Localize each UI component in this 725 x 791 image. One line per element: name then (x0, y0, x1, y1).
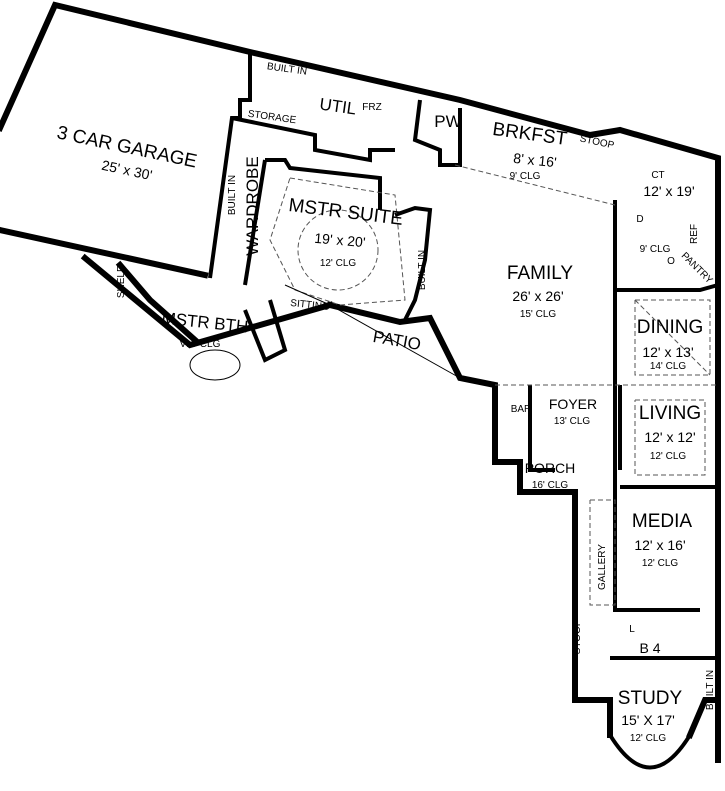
ref-label: REF (689, 224, 700, 244)
brkfst-size: 8' x 16' (513, 150, 558, 170)
b4-label: B 4 (639, 640, 660, 656)
family-label: FAMILY (507, 263, 573, 284)
bar-label: BAR (511, 404, 532, 415)
mstr-suite-clg: 12' CLG (320, 258, 357, 269)
util-label: UTIL (318, 95, 357, 119)
media-clg: 12' CLG (642, 558, 679, 569)
pw-label: PW (434, 112, 461, 131)
brkfst-clg: 9' CLG (510, 171, 541, 182)
porch-clg: 16' CLG (532, 480, 569, 491)
pantry-label: PANTRY (679, 250, 715, 286)
built-in-study-label: BUILT IN (705, 670, 716, 710)
stoop-bottom-label: STOOP (572, 619, 583, 654)
ct-label: CT (651, 170, 664, 181)
mstr-suite-label: MSTR SUITE (287, 195, 404, 230)
interior-walls (208, 52, 719, 660)
family-size: 26' x 26' (512, 288, 563, 304)
d-label: D (636, 214, 643, 225)
ceiling-lines (189, 164, 718, 606)
study-label: STUDY (618, 688, 683, 709)
kitchen-size: 12' x 19' (643, 183, 694, 199)
dining-clg: 14' CLG (650, 361, 687, 372)
stoop-top-label: STOOP (579, 133, 616, 151)
patio-label: PATIO (371, 327, 422, 354)
frz-label: FRZ (362, 102, 381, 113)
family-clg: 15' CLG (520, 309, 557, 320)
living-label: LIVING (639, 403, 701, 424)
mstr-suite-size: 19' x 20' (314, 230, 366, 250)
living-clg: 12' CLG (650, 451, 687, 462)
foyer-label: FOYER (549, 396, 597, 412)
built-in-wardrobe-label: BUILT IN (227, 175, 238, 215)
study-size: 15' X 17' (621, 712, 675, 728)
sitting-label: SITTING (290, 298, 331, 313)
shelf-label: SHELF (116, 266, 127, 298)
wardrobe-label: WARDROBE (243, 156, 262, 256)
porch-label: PORCH (525, 460, 576, 476)
o-label: O (667, 256, 675, 267)
dining-size: 12' x 13' (642, 344, 693, 360)
exterior-walls (0, 1, 721, 770)
foyer-clg: 13' CLG (554, 416, 591, 427)
media-size: 12' x 16' (634, 537, 685, 553)
media-label: MEDIA (632, 511, 693, 532)
gallery-label: GALLERY (597, 544, 608, 590)
study-clg: 12' CLG (630, 733, 667, 744)
l-label: L (629, 624, 635, 635)
mstr-bth-clg: VLT CLG (180, 339, 221, 350)
built-in-suite-label: BUILT IN (417, 250, 428, 290)
living-size: 12' x 12' (644, 429, 695, 445)
dining-label: DINING (637, 317, 704, 338)
kitchen-clg: 9' CLG (640, 244, 671, 255)
